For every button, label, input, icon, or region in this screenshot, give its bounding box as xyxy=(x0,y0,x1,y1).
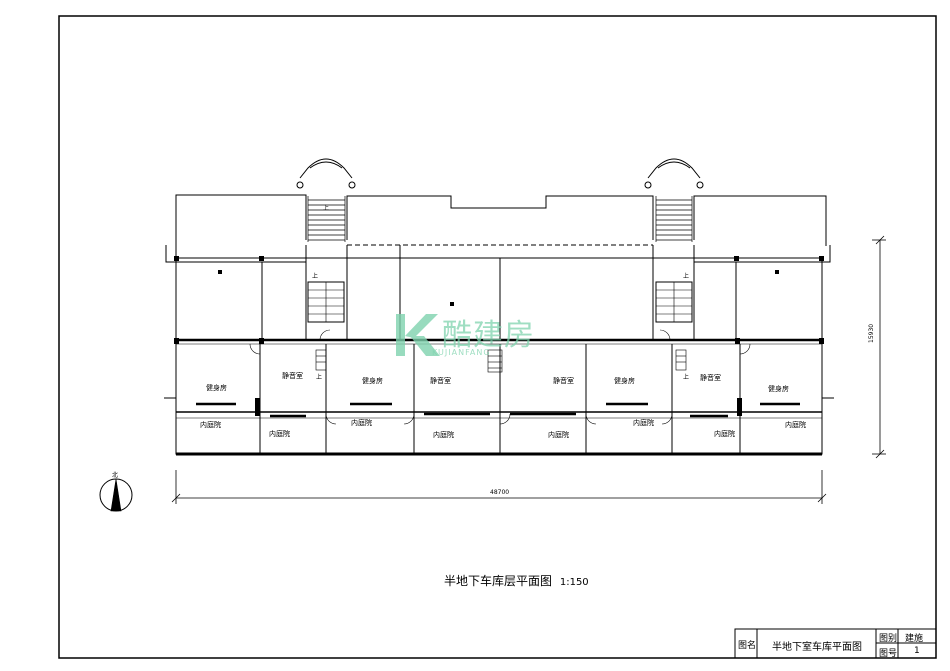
room-label-quiet-4: 静音室 xyxy=(700,374,721,382)
stair-up-label-3: 上 xyxy=(316,374,323,381)
sheet-border xyxy=(58,15,937,659)
room-label-quiet-3: 静音室 xyxy=(553,377,574,385)
room-label-fitness-2: 健身房 xyxy=(362,377,383,385)
columns xyxy=(174,256,824,416)
stair-up-label-5: 上 xyxy=(683,374,690,381)
stair-up-label-1: 上 xyxy=(323,205,330,212)
north-label: 北 xyxy=(112,472,119,479)
room-label-fitness-1: 健身房 xyxy=(206,384,227,392)
width-dimension-text: 48700 xyxy=(490,489,510,496)
watermark-subtext: KUJIANFANG xyxy=(432,348,491,357)
depth-dimension-text: 15930 xyxy=(868,323,875,343)
room-label-quiet-1: 静音室 xyxy=(282,372,303,380)
watermark-logo xyxy=(396,314,440,356)
drawing-title: 半地下车库层平面图 1:150 xyxy=(444,572,589,589)
room-label-courtyard-6: 内庭院 xyxy=(633,419,654,427)
room-label-quiet-2: 静音室 xyxy=(430,377,451,385)
stair-treads-left xyxy=(307,196,346,242)
room-label-courtyard-4: 内庭院 xyxy=(433,431,454,439)
upper-outline-left xyxy=(175,194,307,256)
upper-outline-middle xyxy=(346,195,654,240)
room-label-courtyard-8: 内庭院 xyxy=(785,421,806,429)
title-block-category-label: 图别 xyxy=(879,634,898,644)
stair-up-label-2: 上 xyxy=(312,273,319,280)
room-label-fitness-3: 健身房 xyxy=(614,377,635,385)
title-block-name-value: 半地下室车库平面图 xyxy=(772,642,862,653)
room-label-courtyard-5: 内庭院 xyxy=(548,431,569,439)
room-label-courtyard-1: 内庭院 xyxy=(200,421,221,429)
stair-up-label-4: 上 xyxy=(683,273,690,280)
room-label-courtyard-3: 内庭院 xyxy=(351,419,372,427)
upper-outline-right xyxy=(693,195,827,246)
title-block-number-label: 图号 xyxy=(879,649,898,659)
room-label-courtyard-7: 内庭院 xyxy=(714,430,735,438)
canopy-left xyxy=(299,158,353,179)
drawing-title-text: 半地下车库层平面图 xyxy=(444,574,553,588)
title-block-number-value: 1 xyxy=(914,646,920,656)
north-arrow-needle xyxy=(110,478,122,512)
floor-plan xyxy=(99,158,886,512)
dimension-width xyxy=(171,470,827,504)
room-label-fitness-4: 健身房 xyxy=(768,385,789,393)
room-label-courtyard-2: 内庭院 xyxy=(269,430,290,438)
canopy-right xyxy=(647,158,701,179)
title-block-category-value: 建施 xyxy=(905,634,924,644)
dimension-depth xyxy=(872,235,886,459)
drawing-scale: 1:150 xyxy=(559,577,589,588)
title-block-frame xyxy=(734,628,937,659)
door-swings xyxy=(249,329,751,425)
watermark-text: 酷建房 xyxy=(442,318,535,353)
window-units xyxy=(196,402,800,418)
title-block-name-label: 图名 xyxy=(738,641,757,651)
stair-treads-right xyxy=(655,196,693,242)
